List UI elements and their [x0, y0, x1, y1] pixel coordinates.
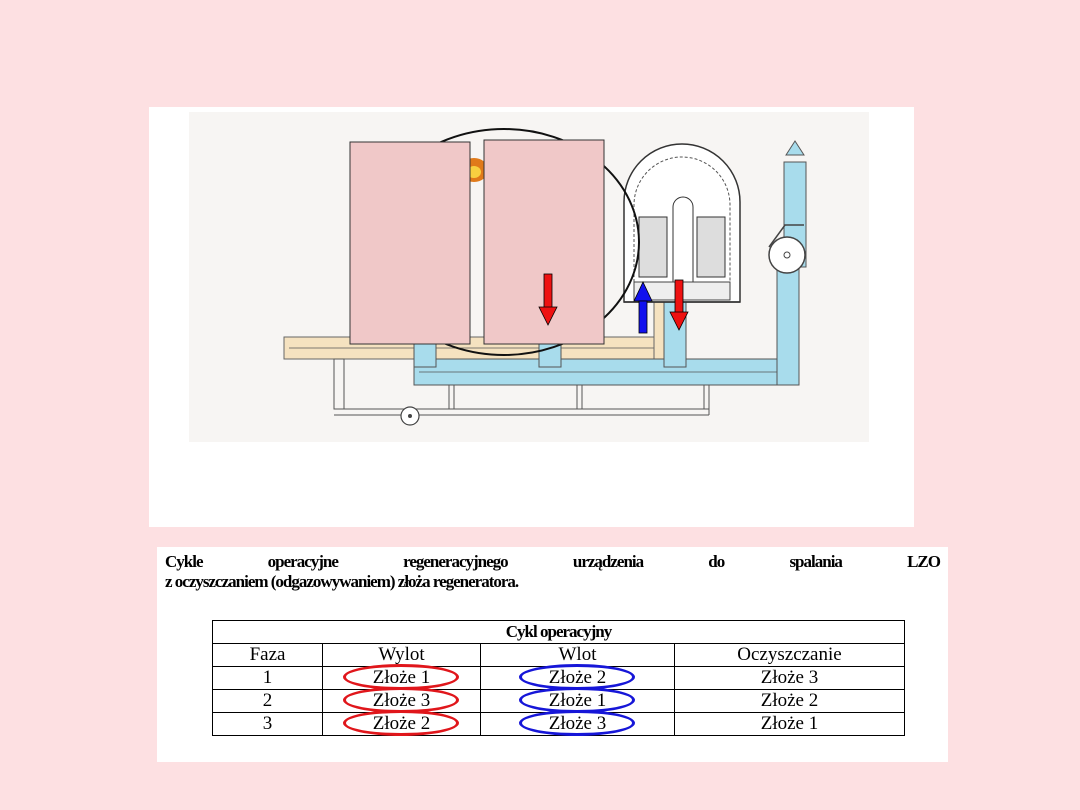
up-arrow-icon	[633, 281, 653, 334]
caption-line-2: z oczyszczaniem (odgazowywaniem) złoża r…	[165, 572, 519, 591]
table-header-row: Faza Wylot Wlot Oczyszczanie	[212, 643, 905, 667]
outlet-cell: Złoże 2	[322, 710, 481, 736]
caption-panel: Cykle operacyjne regeneracyjnego urządze…	[157, 547, 948, 762]
regenerator-diagram	[189, 112, 869, 442]
table-title: Cykl operacyjny	[212, 620, 905, 644]
down-arrow-icon	[669, 279, 689, 331]
regenerator-detail	[623, 143, 741, 303]
header-phase: Faza	[212, 643, 323, 667]
header-purge: Oczyszczanie	[674, 643, 905, 667]
purge-cell: Złoże 3	[674, 666, 905, 690]
caption-line-1: Cykle operacyjne regeneracyjnego urządze…	[165, 552, 941, 571]
purge-cell: Złoże 2	[674, 689, 905, 713]
table-row: 1 Złoże 1 Złoże 2 Złoże 3	[212, 664, 905, 690]
bed-cover-left	[349, 141, 471, 345]
operating-cycle-table: Cykl operacyjny Faza Wylot Wlot Oczyszcz…	[212, 620, 905, 736]
purge-fan	[400, 406, 420, 426]
purge-return-loop	[333, 358, 710, 416]
outlet-cell: Złoże 1	[322, 664, 481, 690]
down-arrow-icon	[538, 273, 558, 326]
blue-oval-marker	[519, 710, 636, 736]
table-row: 3 Złoże 2 Złoże 3 Złoże 1	[212, 710, 905, 736]
red-oval-marker	[343, 710, 460, 736]
table-title-row: Cykl operacyjny	[212, 620, 905, 644]
table-row: 2 Złoże 3 Złoże 1 Złoże 2	[212, 687, 905, 713]
phase-cell: 2	[212, 689, 323, 713]
figure-caption: Cykle operacyjne regeneracyjnego urządze…	[165, 552, 941, 592]
phase-cell: 1	[212, 666, 323, 690]
phase-cell: 3	[212, 712, 323, 736]
exhaust-fan	[768, 224, 806, 274]
diagram-panel	[149, 107, 914, 527]
inlet-cell: Złoże 3	[480, 710, 675, 736]
purge-cell: Złoże 1	[674, 712, 905, 736]
